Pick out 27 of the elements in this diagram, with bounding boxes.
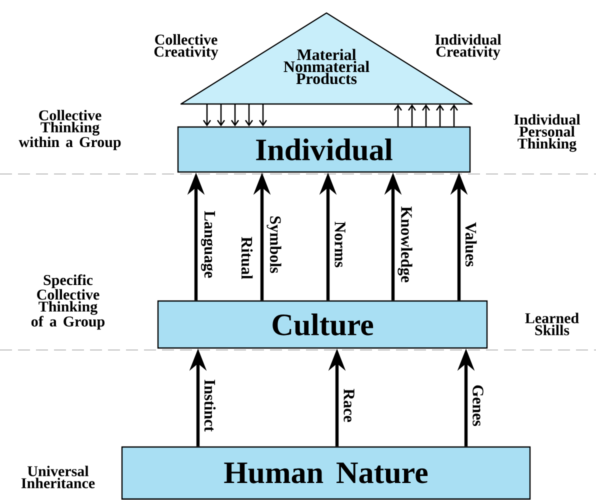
arrow [394,104,402,126]
side-label: Universal Inheritance [21,466,95,488]
side-label: Individual Personal Thinking [514,114,580,152]
level-box: Culture [157,300,488,349]
arrow [230,104,240,126]
side-label: Collective Thinking within a Group [18,110,121,150]
level-box: Human Nature [121,446,531,500]
arrow [422,104,430,126]
edge-label: Norms [334,222,346,268]
arrow [216,104,226,126]
edge-label: Race [344,388,354,422]
arrow [450,104,458,126]
edge-label: Genes [472,385,484,426]
edge-label: Values [465,222,477,266]
arrow [436,104,444,126]
arrow [244,104,254,126]
edge-label: Knowledge [398,206,412,282]
level-box: Individual [177,126,471,173]
edge-label: Instinct [204,380,216,432]
arrow [258,104,268,126]
edge-label: Language [201,210,215,278]
rotated-label: Ritual [241,236,253,280]
arrow [202,104,212,126]
edge-label: Symbols [266,216,282,273]
arrow [408,104,416,126]
side-label: Learned Skills [525,312,579,336]
side-label: Specific Collective Thinking of a Group [31,274,104,330]
